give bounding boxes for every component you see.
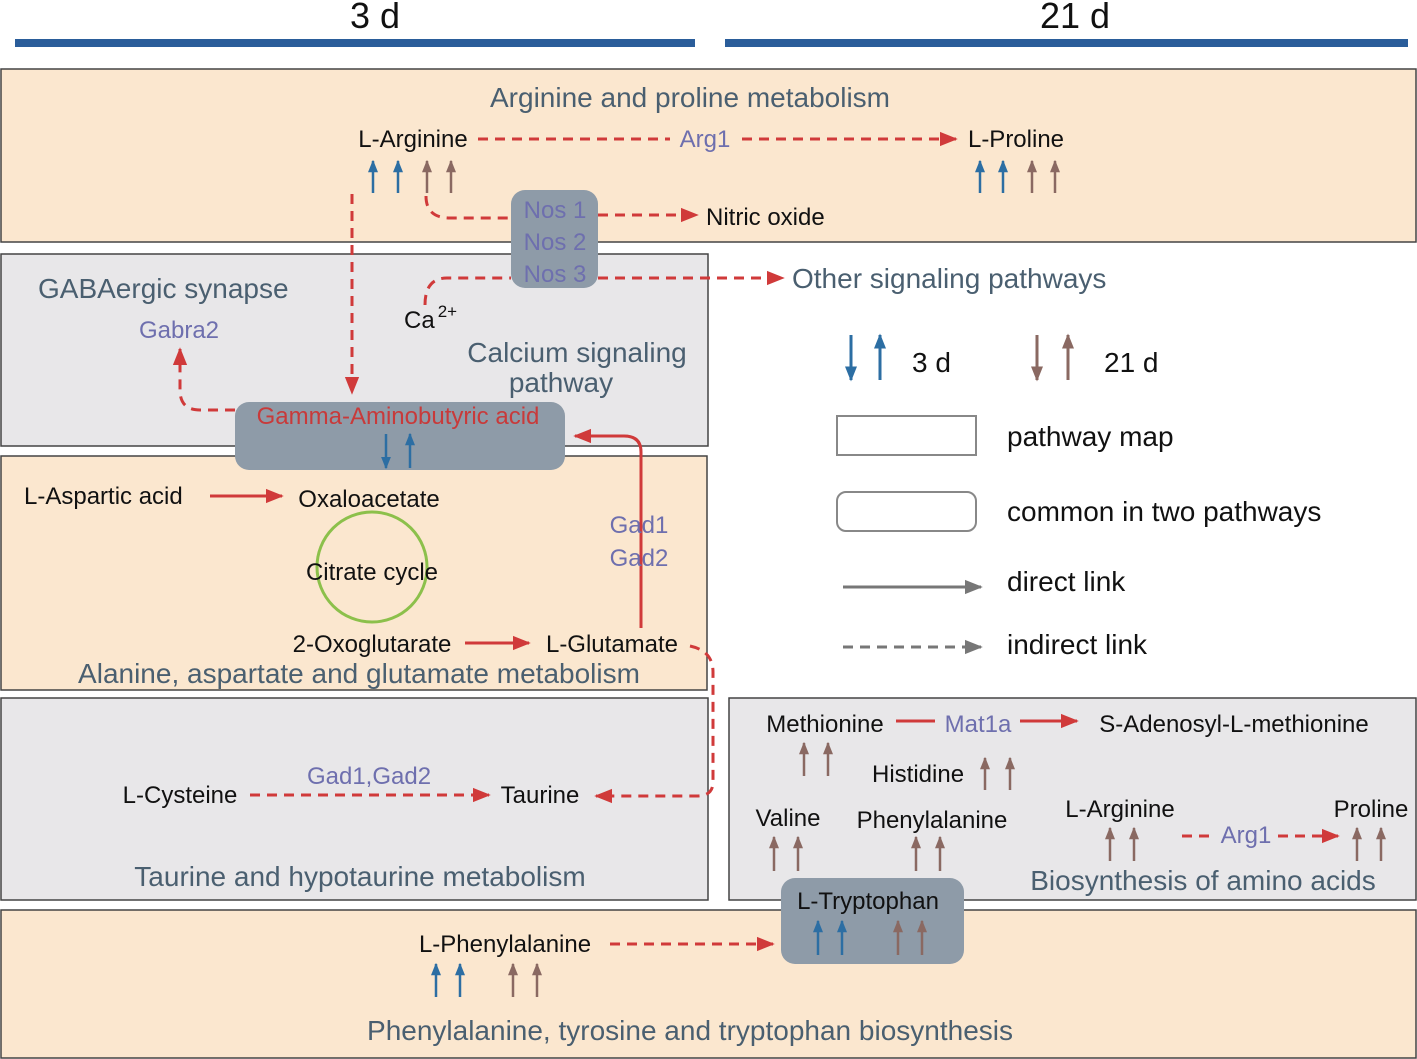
- metabolite-l-proline: L-Proline: [968, 126, 1064, 153]
- enzyme-arg1: Arg1: [680, 126, 731, 153]
- timepoint-21d-bar: [725, 39, 1408, 47]
- legend-common-swatch: [836, 491, 977, 532]
- metabolite-s-adenosyl-l-methionine: S-Adenosyl-L-methionine: [1099, 711, 1368, 738]
- pathway-title-gabaergic: GABAergic synapse: [38, 273, 289, 304]
- pathway-title-calcium-1: Calcium signaling: [467, 337, 686, 368]
- metabolite-l-glutamate: L-Glutamate: [546, 631, 678, 658]
- enzyme-mat1a: Mat1a: [945, 711, 1012, 738]
- metabolite-l-cysteine: L-Cysteine: [123, 782, 238, 809]
- legend-indirect-label: indirect link: [1007, 629, 1148, 660]
- pathway-title-phe-tyr-trp: Phenylalanine, tyrosine and tryptophan b…: [367, 1015, 1013, 1046]
- calcium-symbol: Ca: [404, 307, 435, 334]
- legend-3d-label: 3 d: [912, 347, 951, 378]
- enzyme-arg1-2: Arg1: [1221, 822, 1272, 849]
- legend: 3 d 21 d pathway map common in two pathw…: [836, 333, 1321, 660]
- change-indicators: [368, 159, 1386, 997]
- metabolite-l-arginine-2: L-Arginine: [1065, 796, 1174, 823]
- link-calcium-to-nos: [423, 276, 511, 306]
- timepoint-21d-label: 21 d: [1040, 0, 1110, 36]
- metabolite-valine: Valine: [756, 805, 821, 832]
- calcium-charge: 2+: [438, 302, 457, 321]
- enzyme-gabra2: Gabra2: [139, 317, 219, 344]
- tryptophan-common-box: [781, 878, 964, 964]
- citrate-cycle-circle: [315, 510, 429, 624]
- metabolite-proline: Proline: [1334, 796, 1409, 823]
- panel-biosynthesis: [728, 697, 1417, 901]
- legend-direct-label: direct link: [1007, 566, 1126, 597]
- enzyme-nos1: Nos 1: [524, 197, 587, 224]
- legend-common-label: common in two pathways: [1007, 496, 1321, 527]
- links: [172, 131, 1340, 952]
- metabolite-2-oxoglutarate: 2-Oxoglutarate: [293, 631, 452, 658]
- citrate-cycle-label: Citrate cycle: [306, 559, 438, 586]
- pathway-title-ala-asp-glu: Alanine, aspartate and glutamate metabol…: [78, 658, 640, 689]
- metabolite-methionine: Methionine: [766, 711, 883, 738]
- panel-taurine: [0, 697, 709, 901]
- metabolite-oxaloacetate: Oxaloacetate: [298, 486, 439, 513]
- enzyme-nos2: Nos 2: [524, 229, 587, 256]
- metabolite-taurine: Taurine: [501, 782, 580, 809]
- enzyme-gad1: Gad1: [610, 512, 669, 539]
- pathway-title-calcium-2: pathway: [509, 367, 613, 398]
- metabolite-phenylalanine: Phenylalanine: [857, 807, 1008, 834]
- panel-arginine-proline: [0, 68, 1417, 243]
- link-glutamate-to-gaba: [573, 428, 643, 628]
- enzyme-gad2: Gad2: [610, 545, 669, 572]
- pathway-title-arginine-proline: Arginine and proline metabolism: [490, 82, 890, 113]
- timepoint-3d-bar: [15, 39, 695, 47]
- nos-common-box: [511, 190, 598, 288]
- legend-21d-label: 21 d: [1104, 347, 1159, 378]
- enzyme-nos3: Nos 3: [524, 261, 587, 288]
- pathway-title-biosynthesis: Biosynthesis of amino acids: [1030, 865, 1376, 896]
- link-arginine-to-nos: [424, 195, 511, 220]
- legend-pathway-map-label: pathway map: [1007, 421, 1174, 452]
- enzyme-gad1-gad2: Gad1,Gad2: [307, 763, 431, 790]
- metabolite-nitric-oxide: Nitric oxide: [706, 204, 825, 231]
- panel-phe-tyr-trp: [0, 909, 1417, 1059]
- metabolite-gaba: Gamma-Aminobutyric acid: [257, 403, 540, 430]
- legend-pathway-map-swatch: [836, 415, 977, 456]
- pathway-title-taurine: Taurine and hypotaurine metabolism: [134, 861, 585, 892]
- timepoint-3d-label: 3 d: [350, 0, 400, 36]
- other-signaling-pathways: Other signaling pathways: [792, 263, 1106, 294]
- gaba-common-box: [235, 402, 565, 470]
- metabolite-histidine: Histidine: [872, 761, 964, 788]
- metabolite-l-aspartic-acid: L-Aspartic acid: [24, 483, 183, 510]
- metabolite-l-phenylalanine: L-Phenylalanine: [419, 931, 591, 958]
- link-gaba-to-gabra2: [172, 347, 235, 412]
- metabolite-l-arginine: L-Arginine: [358, 126, 467, 153]
- metabolite-l-tryptophan: L-Tryptophan: [797, 888, 939, 915]
